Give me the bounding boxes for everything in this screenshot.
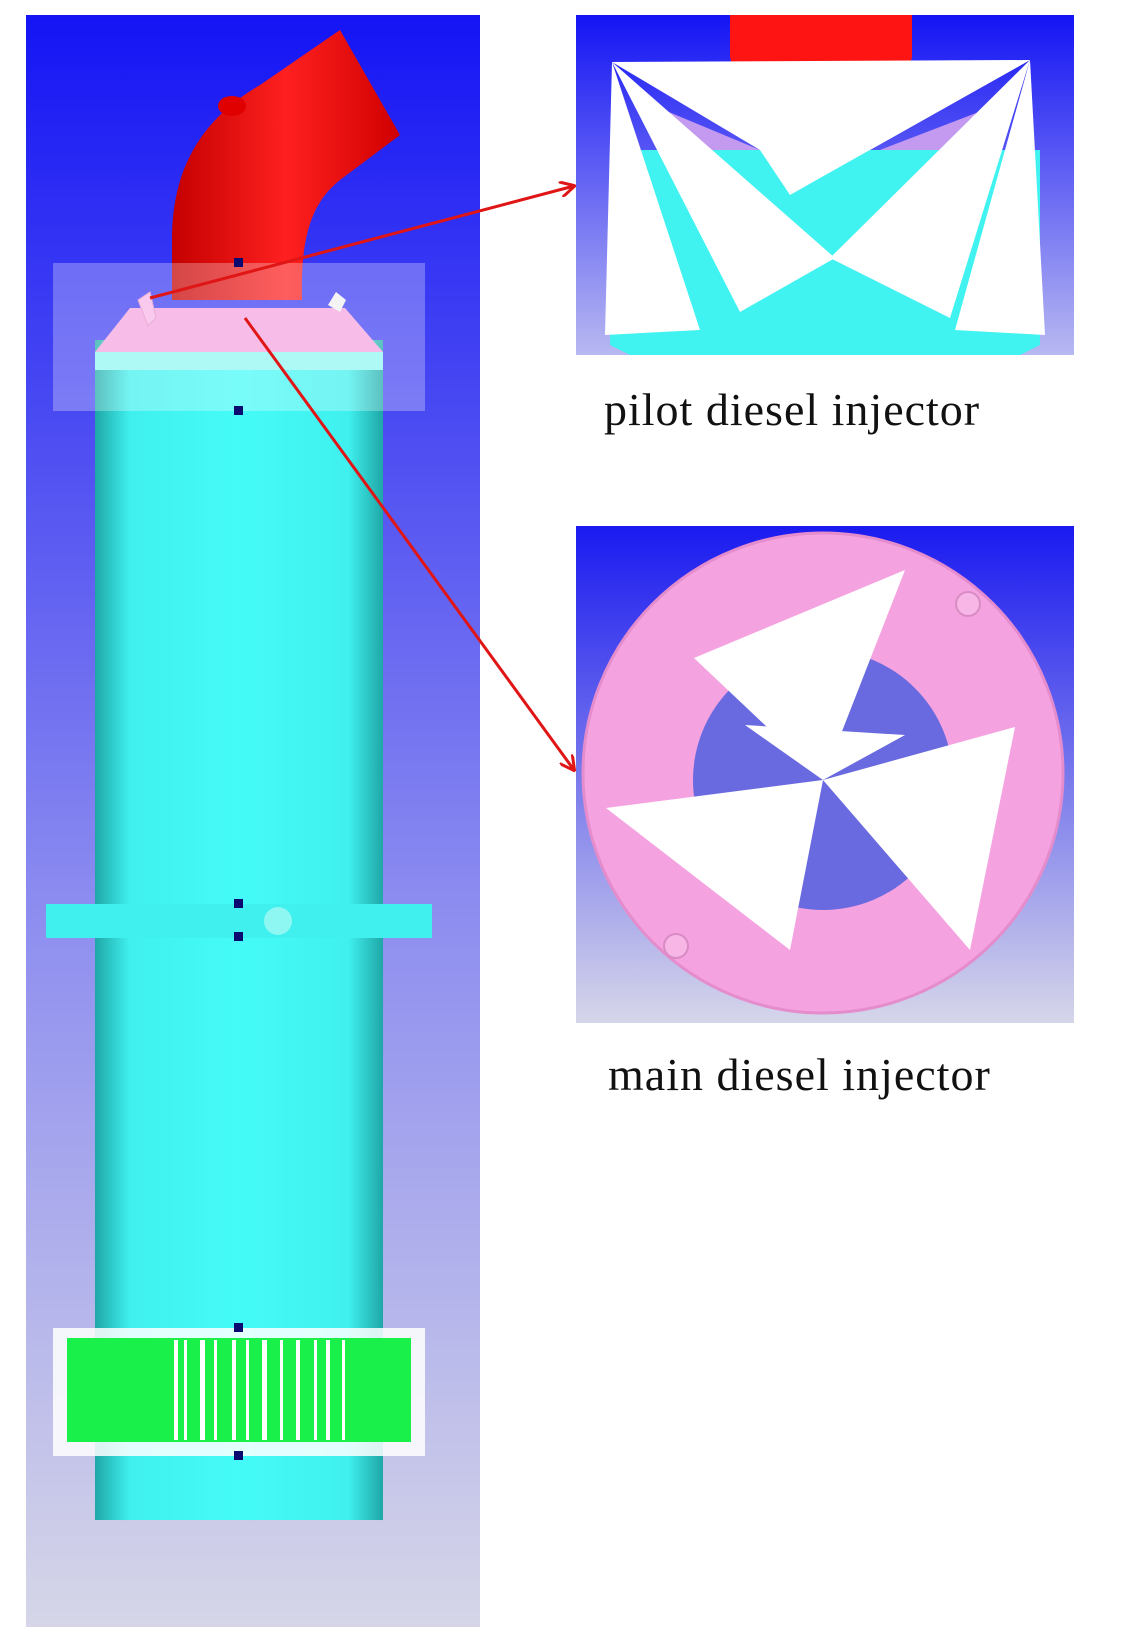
cylinder-head-band <box>95 352 383 370</box>
main-injector-caption: main diesel injector <box>608 1049 991 1100</box>
arrow-right-icon <box>243 317 574 770</box>
point-marker <box>234 1451 243 1460</box>
arrow-right-icon <box>149 186 574 300</box>
square-point-markers <box>234 258 243 1460</box>
pilot-spray-cone <box>612 62 780 150</box>
main-inset-cap-rim <box>581 531 1065 1015</box>
pilot-injector-nub <box>137 291 157 327</box>
point-marker <box>234 406 243 415</box>
intake-pipe-bump <box>218 96 246 116</box>
main-spray-plume <box>606 780 823 950</box>
point-marker <box>234 1323 243 1332</box>
mid-section-hole <box>264 907 292 935</box>
pilot-spray-cone <box>605 62 700 335</box>
pilot-injector-inset <box>576 15 1074 355</box>
intake-pipe <box>172 30 400 300</box>
injector-region-highlight <box>53 263 425 411</box>
pilot-inset-pipe <box>730 15 912 76</box>
liner-port-rings <box>67 1338 411 1442</box>
point-marker <box>234 258 243 267</box>
main-inset-bump <box>955 591 981 617</box>
main-spray-plume <box>823 727 1015 950</box>
pilot-injector-caption: pilot diesel injector <box>604 384 980 435</box>
main-injector-inset <box>576 526 1074 1023</box>
combustion-chamber-view <box>26 15 480 1627</box>
point-marker <box>234 932 243 941</box>
pilot-spray-cone <box>830 60 1030 318</box>
pilot-inset-cap-shade <box>640 100 760 150</box>
pilot-spray-cone <box>955 60 1045 335</box>
main-spray-plume <box>745 725 905 780</box>
pilot-spray-cone <box>870 60 1030 150</box>
point-marker <box>234 899 243 908</box>
main-inset-bump <box>663 933 689 959</box>
main-spray-plume <box>694 570 905 780</box>
side-nub <box>328 292 346 312</box>
cylinder-head-cap <box>95 308 383 352</box>
pilot-spray-cone <box>612 62 835 312</box>
